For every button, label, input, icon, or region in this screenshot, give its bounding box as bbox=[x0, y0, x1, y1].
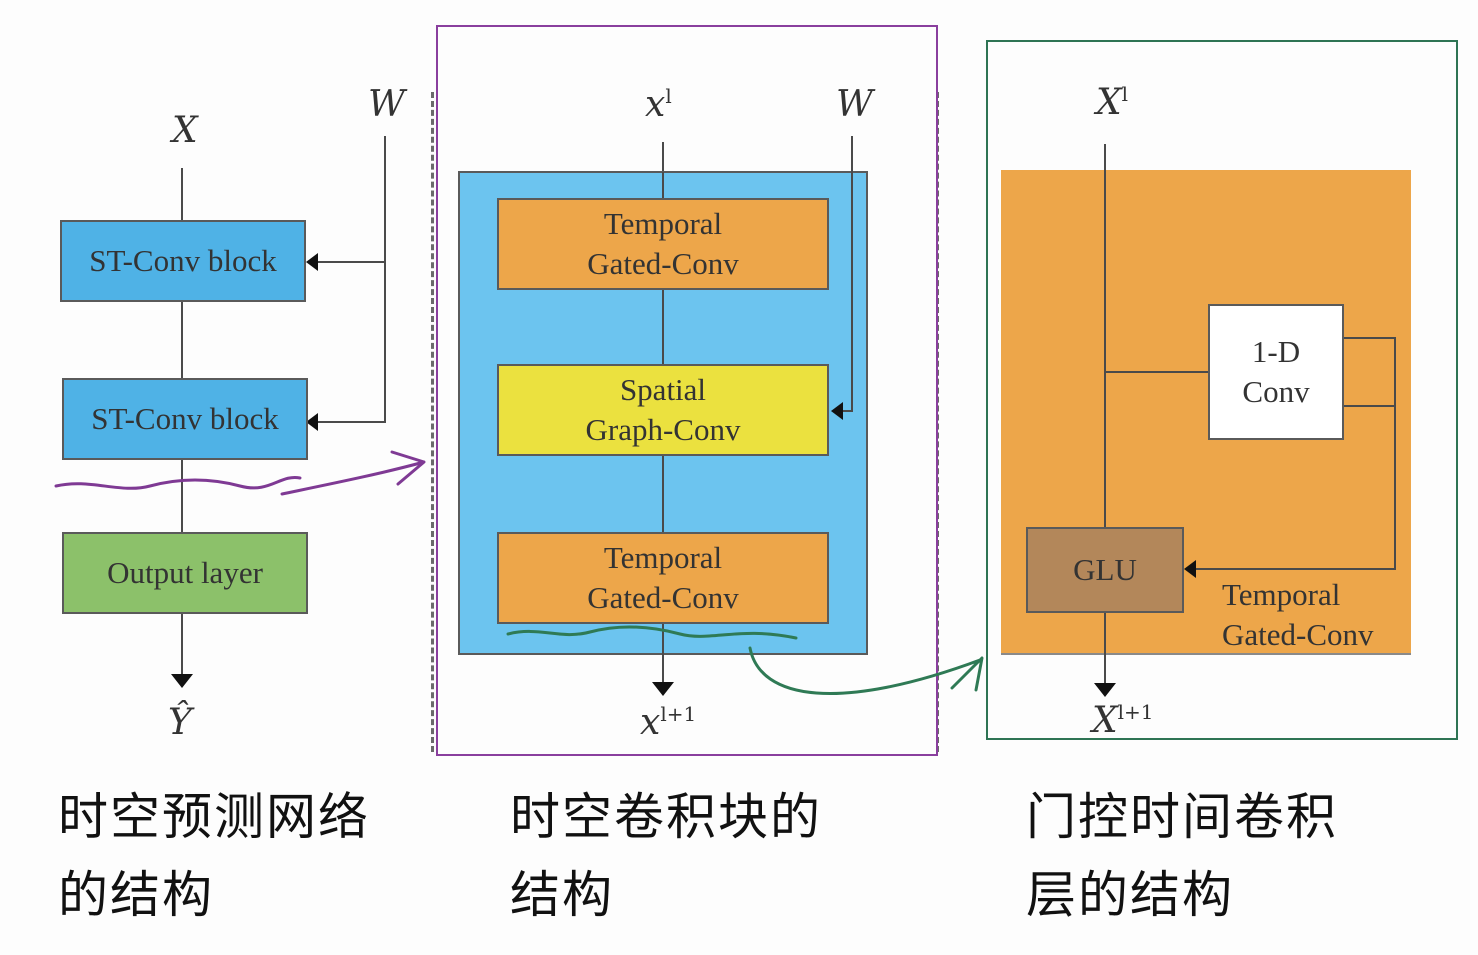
spatial-graph-conv-block: Spatial Graph-Conv bbox=[497, 364, 829, 456]
branch-line bbox=[1343, 337, 1396, 339]
green-pointer-arrow bbox=[748, 646, 984, 695]
arrow-left-icon bbox=[306, 253, 318, 271]
arrow-left-icon bbox=[306, 413, 318, 431]
connector-line bbox=[662, 623, 664, 683]
dashed-separator bbox=[431, 92, 434, 752]
connector-line bbox=[181, 614, 183, 676]
input-Xl-label: Xl bbox=[1096, 82, 1129, 123]
arrow-down-icon bbox=[1094, 683, 1116, 697]
weight-feed-line bbox=[851, 136, 853, 412]
weight-w-label-left: W bbox=[368, 84, 406, 125]
branch-line bbox=[1343, 405, 1396, 407]
output-layer-block: Output layer bbox=[62, 532, 308, 614]
temporal-gated-conv-block-2: Temporal Gated-Conv bbox=[497, 532, 829, 624]
green-squiggle-underline bbox=[506, 625, 798, 640]
temporal-gated-conv-block-1: Temporal Gated-Conv bbox=[497, 198, 829, 290]
input-xl-label: xl bbox=[645, 84, 672, 125]
arrow-left-icon bbox=[1184, 560, 1196, 578]
connector-line bbox=[181, 460, 183, 532]
arrow-down-icon bbox=[171, 674, 193, 688]
middle-caption: 时空卷积块的 结构 bbox=[510, 788, 822, 924]
weight-feed-branch bbox=[318, 261, 385, 263]
st-conv-block-2: ST-Conv block bbox=[62, 378, 308, 460]
output-y-hat-label: Ŷ bbox=[168, 702, 192, 743]
st-conv-block-1: ST-Conv block bbox=[60, 220, 306, 302]
one-d-conv-block: 1-D Conv bbox=[1208, 304, 1344, 440]
weight-w-label-middle: W bbox=[836, 84, 874, 125]
connector-line bbox=[1104, 612, 1106, 684]
weight-feed-branch bbox=[842, 410, 853, 412]
temporal-gated-conv-label: Temporal Gated-Conv bbox=[1222, 577, 1374, 652]
middle-highlight-frame bbox=[436, 25, 938, 756]
output-Xl1-label: Xl+1 bbox=[1092, 700, 1154, 741]
right-caption: 门控时间卷积 层的结构 bbox=[1026, 788, 1338, 924]
arrow-down-icon bbox=[652, 682, 674, 696]
connector-line bbox=[662, 290, 664, 366]
branch-line bbox=[1104, 371, 1210, 373]
connector-line bbox=[662, 142, 664, 172]
weight-feed-line bbox=[384, 136, 386, 423]
purple-squiggle-underline bbox=[54, 475, 302, 490]
connector-line bbox=[181, 168, 183, 220]
right-highlight-frame bbox=[986, 40, 1458, 740]
input-x-label: X bbox=[172, 110, 198, 151]
branch-line bbox=[1196, 568, 1396, 570]
output-xl1-label: xl+1 bbox=[640, 702, 697, 743]
connector-line bbox=[1104, 144, 1106, 528]
connector-line bbox=[662, 172, 664, 200]
connector-line bbox=[181, 302, 183, 378]
left-caption: 时空预测网络 的结构 bbox=[58, 788, 370, 924]
purple-pointer-arrow bbox=[280, 450, 426, 496]
glu-block: GLU bbox=[1026, 527, 1184, 613]
connector-line bbox=[662, 456, 664, 532]
weight-feed-branch bbox=[318, 421, 385, 423]
branch-line bbox=[1394, 337, 1396, 570]
arrow-left-icon bbox=[831, 402, 843, 420]
